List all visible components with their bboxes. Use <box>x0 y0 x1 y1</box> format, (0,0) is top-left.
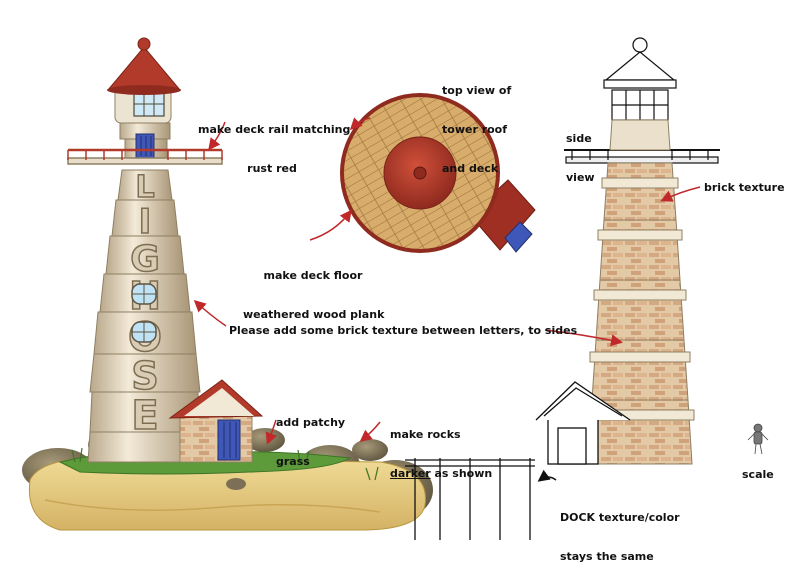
note-patchy-grass: add patchy grass <box>276 390 345 481</box>
design-sheet-canvas: L I G H O S E <box>22 37 769 540</box>
note-brick-texture: brick texture <box>704 181 785 194</box>
note-rocks-darker-post: as shown <box>430 467 493 480</box>
tower-letter-blocks <box>87 169 203 463</box>
annotation-arrows <box>193 117 701 445</box>
note-top-view-line3: and deck <box>442 162 499 175</box>
arrow-deck-rail <box>208 121 226 151</box>
note-patchy-grass-line2: grass <box>276 455 310 468</box>
lighthouse-roof <box>106 46 182 91</box>
keeper-house-colored <box>168 379 264 463</box>
deck-rail <box>67 148 223 165</box>
note-dock: DOCK texture/color stays the same <box>560 485 680 576</box>
note-brick-between-letters: Please add some brick texture between le… <box>229 324 578 337</box>
tower-letter-i: I <box>139 202 152 242</box>
note-top-view-line1: top view of <box>442 84 512 97</box>
tower-letter-l: L <box>135 170 154 205</box>
note-top-view-line2: tower roof <box>442 123 508 136</box>
arrow-rocks <box>359 421 381 442</box>
note-dock-line1: DOCK texture/color <box>560 511 680 524</box>
arrow-patchy-grass <box>265 419 277 445</box>
note-scale: scale <box>742 468 774 481</box>
note-patchy-grass-line1: add patchy <box>276 416 346 429</box>
top-view-roof-deck <box>340 93 536 253</box>
arrow-deck-floor <box>309 209 352 241</box>
note-side-view-line1: side <box>566 132 592 145</box>
note-deck-rail-line2: rust red <box>247 162 297 175</box>
scale-figure <box>747 423 769 455</box>
dock-line-art <box>405 458 535 540</box>
note-deck-floor: make deck floor weathered wood plank <box>243 243 385 334</box>
tower-letter-g: G <box>130 239 160 280</box>
arrow-letters-left <box>193 299 227 327</box>
tower-windows <box>131 283 157 343</box>
note-side-view: side view <box>566 106 595 197</box>
arrow-brick-texture <box>660 186 701 202</box>
note-deck-floor-line1: make deck floor <box>263 269 363 282</box>
note-top-view: top view of tower roof and deck <box>442 58 511 188</box>
lighthouse-colored-illustration: L I G H O S E <box>22 37 433 531</box>
note-deck-floor-line2: weathered wood plank <box>243 308 385 321</box>
note-rocks-darker-line2: darker as shown <box>390 467 492 480</box>
arrow-top-view <box>349 117 371 131</box>
arrow-dock <box>537 469 557 482</box>
note-rocks-darker-underlined: darker <box>390 467 431 480</box>
tower-letter-s: S <box>131 354 158 398</box>
note-rocks-darker-line1: make rocks <box>390 428 461 441</box>
note-deck-rail: make deck rail matching rust red <box>198 97 351 188</box>
tower-letter-e: E <box>131 393 158 439</box>
side-view-keeper-house <box>535 381 631 465</box>
arrow-letters-right <box>544 329 623 347</box>
roof-finial <box>137 37 151 51</box>
note-rocks-darker: make rocks darker as shown <box>390 402 492 493</box>
note-side-view-line2: view <box>566 171 595 184</box>
note-deck-rail-line1: make deck rail matching <box>198 123 351 136</box>
